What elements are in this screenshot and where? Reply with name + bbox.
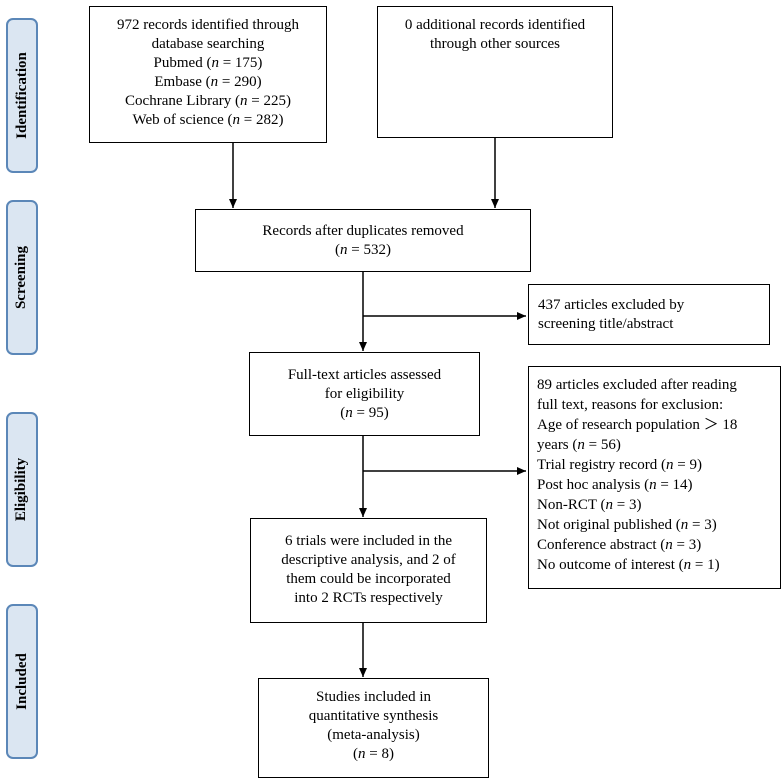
box-line: Web of science (n = 282) (132, 112, 284, 128)
box-line: quantitative synthesis (308, 708, 439, 724)
database-search-box: 972 records identified through database … (89, 6, 327, 143)
box-line: Studies included in (316, 689, 431, 705)
excluded-screening-box: 437 articles excluded by screening title… (528, 284, 770, 345)
box-line: 972 records identified through (116, 17, 300, 33)
other-sources-box: 0 additional records identified through … (377, 6, 613, 138)
box-line: through other sources (430, 36, 560, 52)
box-line: Cochrane Library (n = 225) (125, 93, 291, 109)
phase-included: Included (6, 604, 38, 759)
box-line: 0 additional records identified (404, 17, 586, 33)
phase-screening: Screening (6, 200, 38, 355)
descriptive-analysis-box: 6 trials were included in the descriptiv… (250, 518, 487, 623)
box-line: (n = 8) (353, 746, 394, 762)
box-line: Age of research population ＞ 18 (537, 417, 738, 433)
box-line: Embase (n = 290) (154, 74, 262, 90)
after-duplicates-box: Records after duplicates removed (n = 53… (195, 209, 531, 272)
phase-eligibility-label: Eligibility (13, 457, 30, 522)
box-line: for eligibility (324, 386, 405, 402)
box-line: 437 articles excluded by (538, 297, 685, 313)
phase-identification-label: Identification (13, 52, 30, 139)
box-line: years (n = 56) (537, 437, 621, 453)
phase-eligibility: Eligibility (6, 412, 38, 567)
box-line: Conference abstract (n = 3) (537, 537, 702, 553)
box-line: (meta-analysis) (327, 727, 420, 743)
box-line: Full-text articles assessed (287, 367, 442, 383)
quantitative-synthesis-box: Studies included in quantitative synthes… (258, 678, 489, 778)
box-line: Trial registry record (n = 9) (537, 457, 702, 473)
excluded-full-text-box: 89 articles excluded after reading full … (528, 366, 781, 589)
box-line: database searching (151, 36, 265, 52)
box-line: 89 articles excluded after reading (537, 377, 737, 393)
full-text-box: Full-text articles assessed for eligibil… (249, 352, 480, 436)
box-line: Records after duplicates removed (262, 223, 464, 239)
box-line: No outcome of interest (n = 1) (537, 557, 720, 573)
box-line: descriptive analysis, and 2 of (281, 552, 456, 568)
phase-screening-label: Screening (13, 245, 30, 310)
box-line: full text, reasons for exclusion: (537, 397, 724, 413)
box-line: Pubmed (n = 175) (153, 55, 263, 71)
box-line: 6 trials were included in the (284, 533, 453, 549)
box-line: them could be incorporated (286, 571, 451, 587)
box-line: Post hoc analysis (n = 14) (537, 477, 693, 493)
box-line: Not original published (n = 3) (537, 517, 717, 533)
box-line: screening title/abstract (538, 316, 674, 332)
box-line: Non-RCT (n = 3) (537, 497, 642, 513)
box-line: into 2 RCTs respectively (294, 590, 443, 606)
box-line: (n = 532) (335, 242, 391, 258)
phase-included-label: Included (13, 653, 30, 710)
box-line: (n = 95) (340, 405, 389, 421)
phase-identification: Identification (6, 18, 38, 173)
